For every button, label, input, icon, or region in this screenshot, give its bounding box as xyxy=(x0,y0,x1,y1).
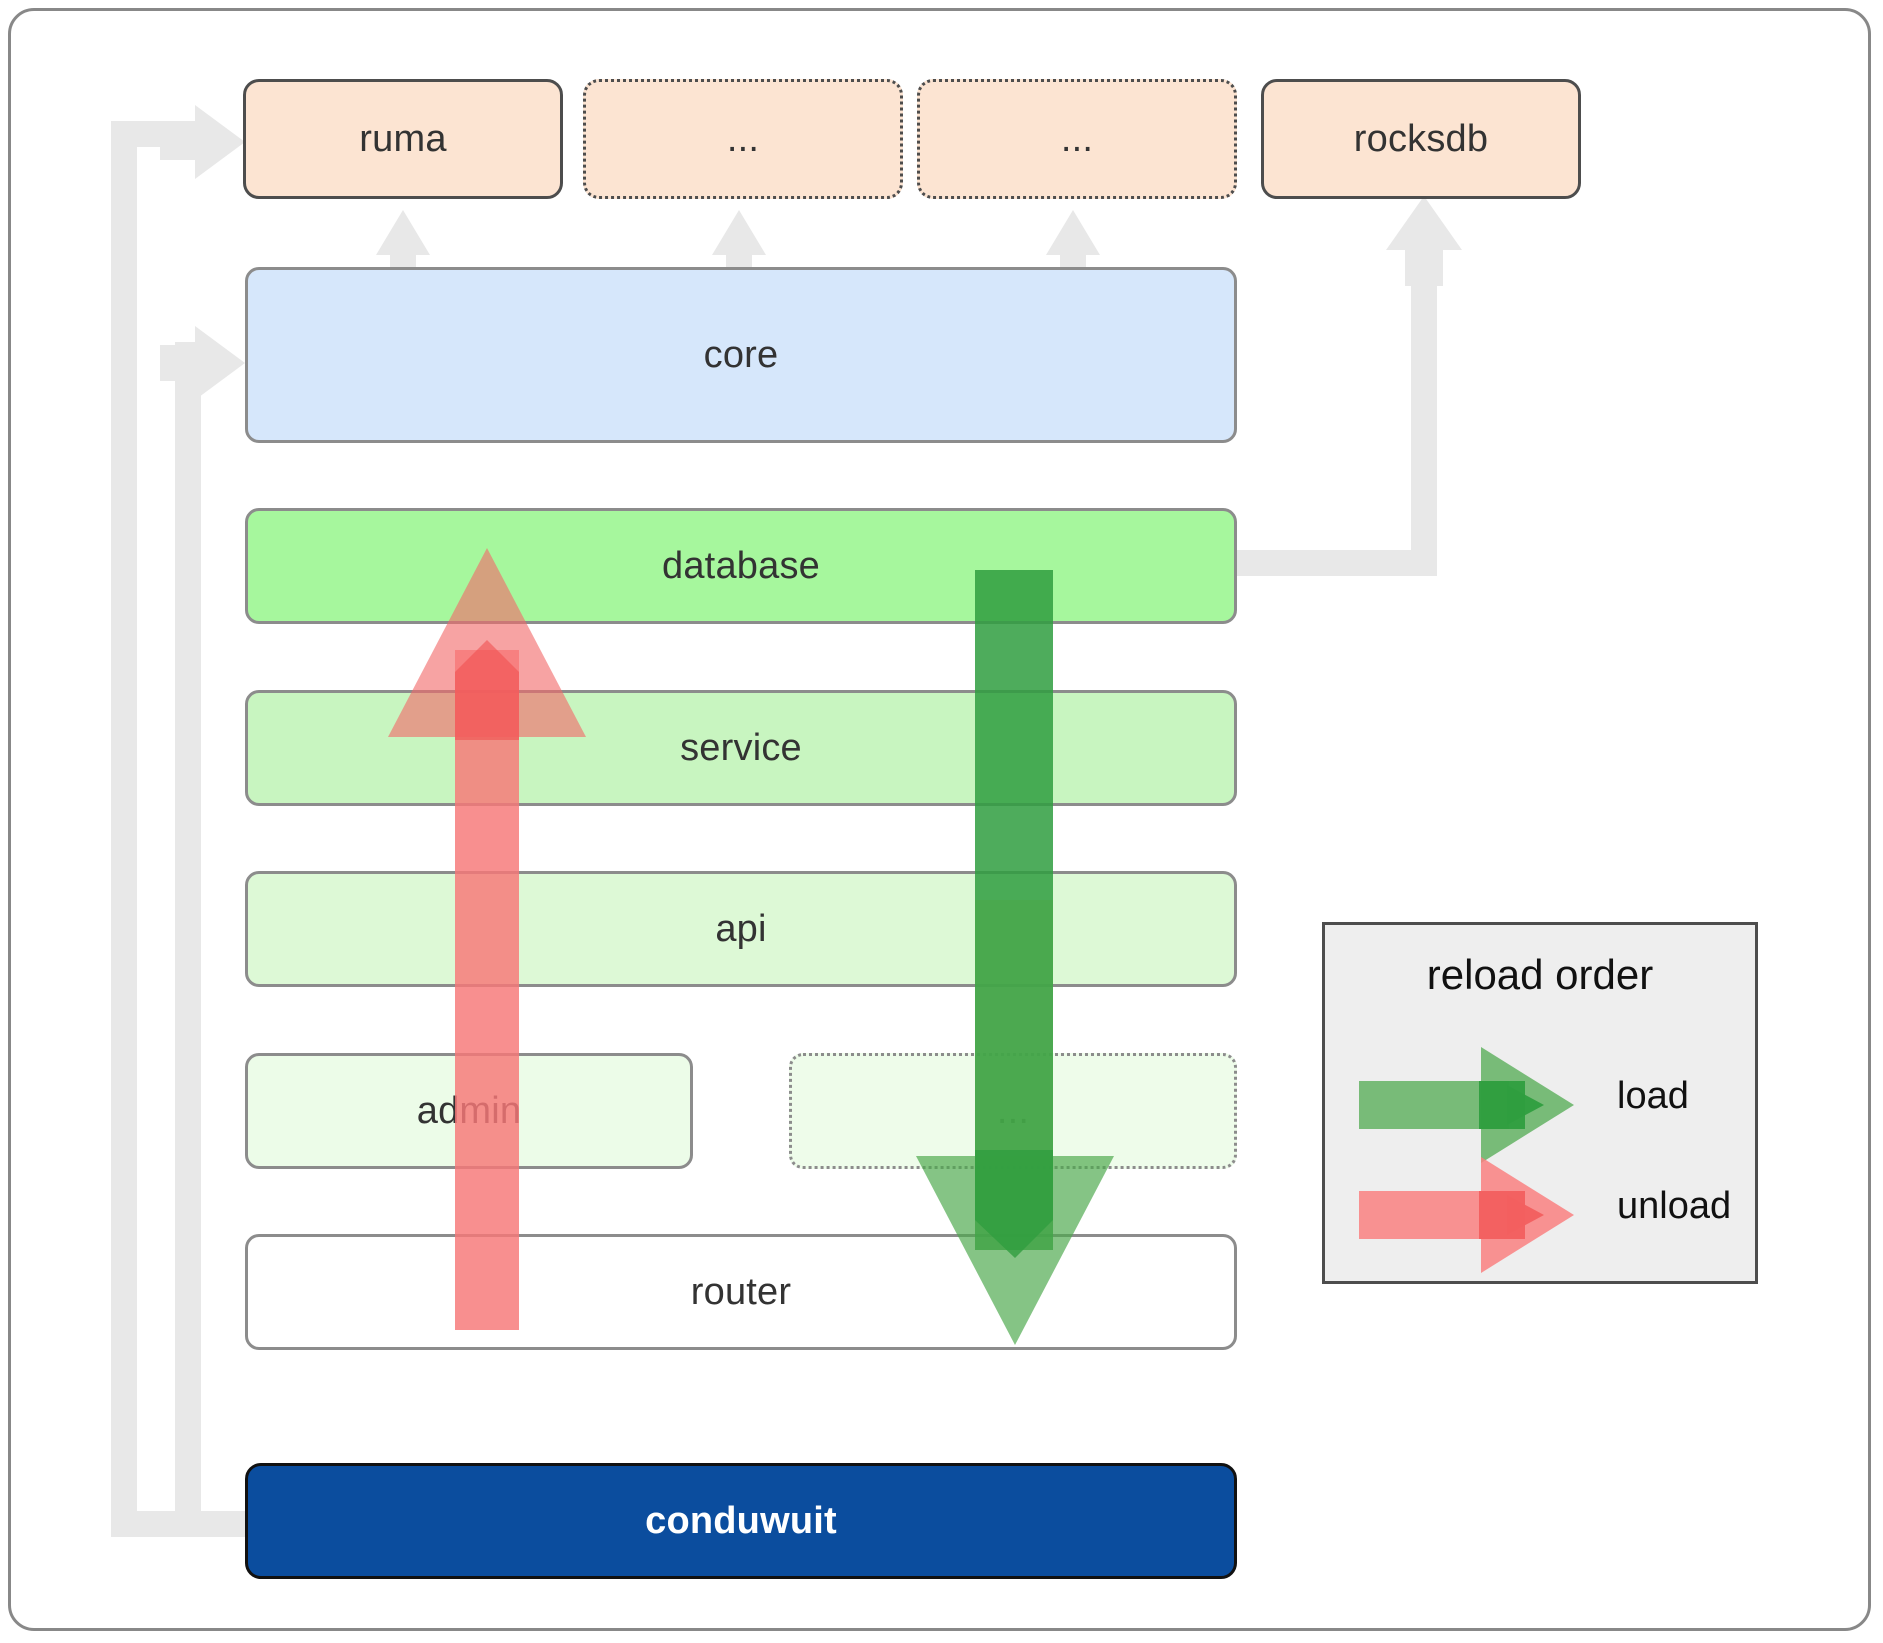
layer-box-admin[interactable]: admin xyxy=(245,1053,693,1169)
legend-row-unload: unload xyxy=(1325,1157,1755,1273)
layer-label: ... xyxy=(996,1089,1030,1132)
dependency-box-ellipsis-2[interactable]: ... xyxy=(917,79,1237,199)
layer-label: api xyxy=(715,907,767,950)
legend-label-unload: unload xyxy=(1617,1185,1732,1227)
legend-unload-arrow-icon xyxy=(1359,1157,1574,1273)
layer-label: admin xyxy=(416,1089,522,1132)
dependency-label: rocksdb xyxy=(1353,117,1489,160)
core-label: core xyxy=(703,333,779,376)
legend-label-load: load xyxy=(1617,1075,1689,1117)
layer-label: database xyxy=(662,544,820,587)
dependency-box-ellipsis-1[interactable]: ... xyxy=(583,79,903,199)
dependency-box-rocksdb[interactable]: rocksdb xyxy=(1261,79,1581,199)
binary-box-conduwuit[interactable]: conduwuit xyxy=(245,1463,1237,1579)
layer-box-ellipsis[interactable]: ... xyxy=(789,1053,1237,1169)
legend-load-arrow-icon xyxy=(1359,1047,1574,1163)
legend-panel: reload order load unload xyxy=(1322,922,1758,1284)
layer-box-router[interactable]: router xyxy=(245,1234,1237,1350)
dependency-label: ... xyxy=(726,117,760,160)
core-box[interactable]: core xyxy=(245,267,1237,443)
legend-row-load: load xyxy=(1325,1047,1755,1163)
layer-box-service[interactable]: service xyxy=(245,690,1237,806)
layer-box-database[interactable]: database xyxy=(245,508,1237,624)
legend-title: reload order xyxy=(1426,951,1654,998)
binary-label: conduwuit xyxy=(645,1499,837,1542)
dependency-label: ... xyxy=(1060,117,1094,160)
layer-label: router xyxy=(690,1270,792,1313)
layer-label: service xyxy=(680,726,802,769)
dependency-label: ruma xyxy=(359,117,447,160)
diagram-frame xyxy=(8,8,1871,1631)
dependency-box-ruma[interactable]: ruma xyxy=(243,79,563,199)
layer-box-api[interactable]: api xyxy=(245,871,1237,987)
